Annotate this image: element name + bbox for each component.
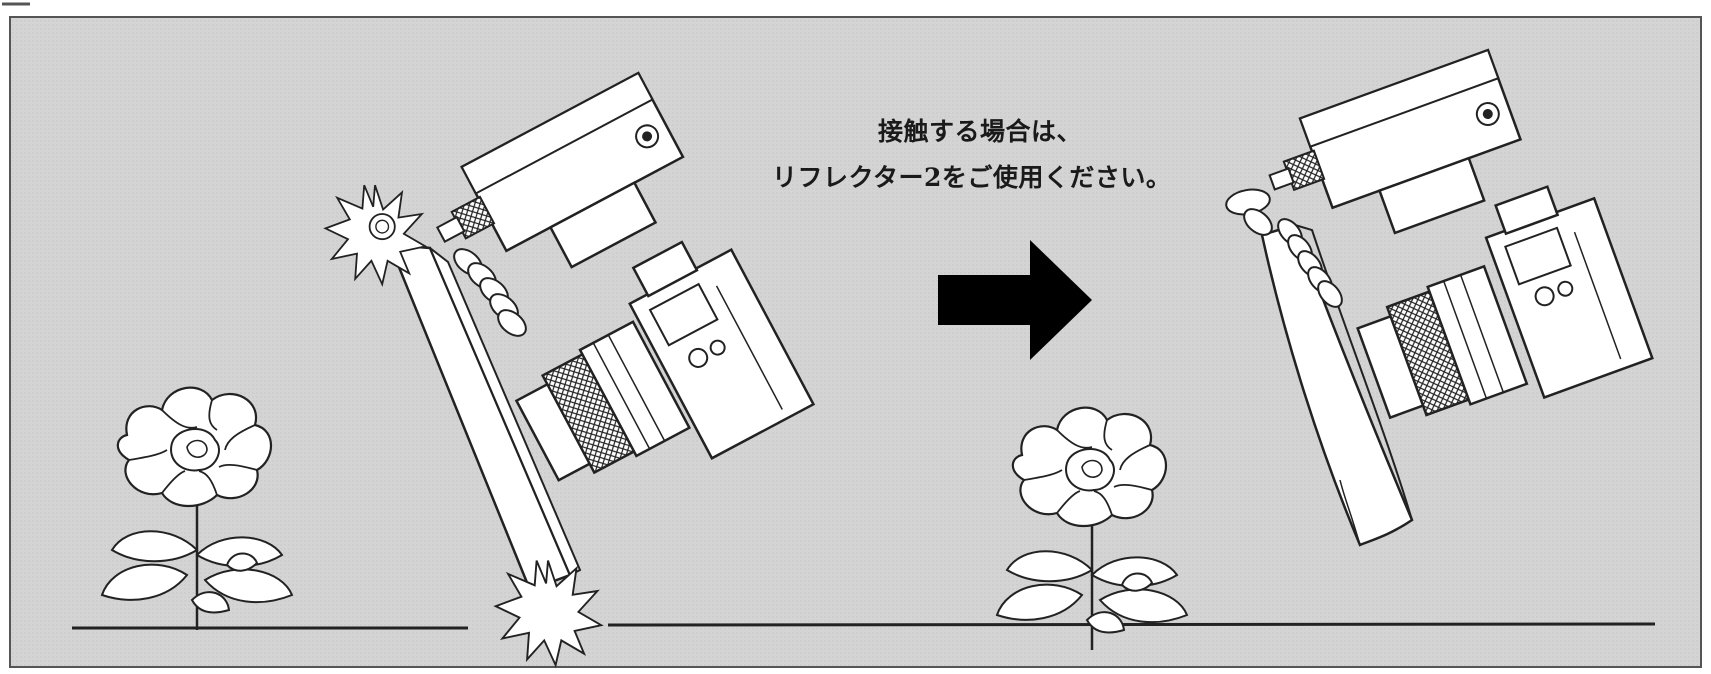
camera-icon	[1484, 185, 1654, 400]
reflector-icon	[1260, 223, 1414, 547]
camera-right	[1225, 48, 1654, 547]
caption-line-1: 接触する場合は、	[878, 117, 1083, 146]
flash-unit-icon	[435, 71, 685, 269]
impact-burst-icon	[324, 184, 427, 286]
ground-line-right	[607, 622, 1656, 627]
caption-line-2: リフレクター2をご使用ください。	[772, 163, 1172, 192]
camera-lens	[514, 320, 692, 482]
coiled-cord-icon	[1225, 188, 1343, 308]
camera-lens	[1356, 264, 1529, 420]
flash-unit-icon	[1268, 48, 1523, 235]
camera-left	[324, 71, 816, 667]
coiled-cord-icon	[453, 248, 527, 337]
arrow-right-icon	[938, 240, 1092, 360]
camera-icon	[628, 240, 816, 460]
